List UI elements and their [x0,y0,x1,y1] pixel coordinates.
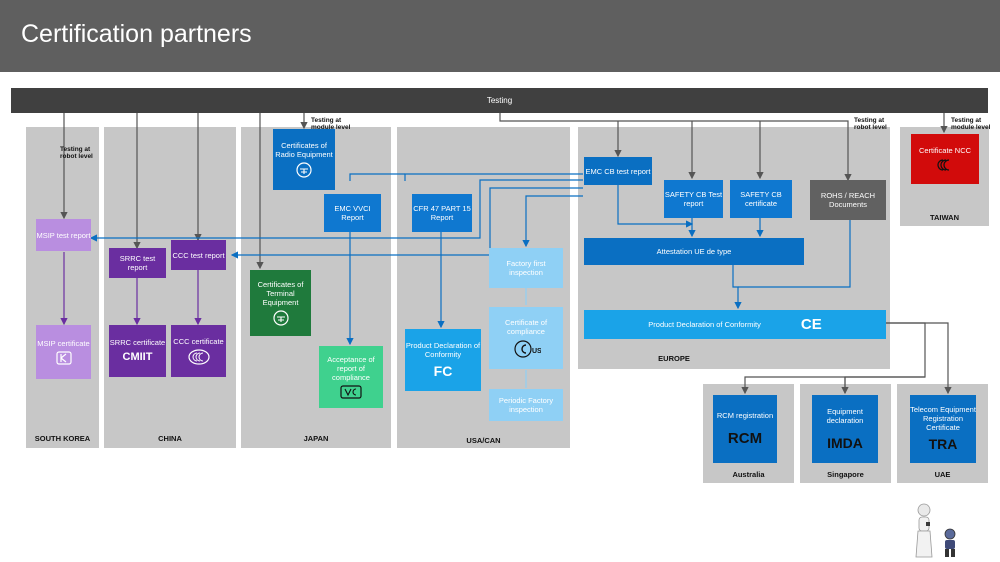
rcm-mark: RCM [727,429,763,447]
region-label-singapore: Singapore [827,470,864,479]
ncc-mark-icon [937,159,950,171]
rcm-registration: RCM registration RCM [713,395,777,463]
srrc-cert-label: SRRC certificate [109,337,166,347]
safety-cb-test-label: SAFETY CB Test report [664,190,723,208]
region-label-japan: JAPAN [303,434,329,443]
msip-test-label: MSIP test report [36,230,91,240]
note-module-level-taiwan: Testing at module level [951,117,991,132]
region-label-uae: UAE [934,470,951,479]
factory-first-inspection: Factory first inspection [489,248,563,288]
page-title: Certification partners [21,20,252,48]
vcci-mark-icon [340,385,362,399]
ccc-mark-icon [187,349,210,365]
tra-mark: TRA [928,436,958,453]
safety-cb-cert-label: SAFETY CB certificate [740,190,782,208]
csa-mark-icon: US [514,339,541,358]
msip-certificate: MSIP certificate [36,325,91,379]
cert-compliance-label: Certificate of compliance [504,317,548,336]
radio-equipment-label: Certificates of Radio Equipment [275,141,333,159]
ccc-cert-label: CCC certificate [173,337,224,346]
product-declaration-us: Product Declaration of Conformity FC [405,329,481,391]
ce-mark: CE [800,315,822,333]
region-south-korea: SOUTH KOREA [26,127,99,448]
equip-decl-label: Equipment declaration [826,406,864,425]
fc-mark: FC [433,362,453,379]
cfr47-report: CFR 47 PART 15 Report [412,194,472,232]
ccc-certificate: CCC certificate [171,325,226,377]
region-label-south-korea: SOUTH KOREA [34,434,91,443]
region-label-australia: Australia [732,470,765,479]
acceptance-report: Acceptance of report of compliance [319,346,383,408]
terminal-equipment-certificates: Certificates of Terminal Equipment [250,270,311,336]
note-robot-level-europe: Testing at robot level [854,117,887,132]
cfr47-label: CFR 47 PART 15 Report [413,204,471,222]
acceptance-label: Acceptance of report of compliance [327,355,375,382]
attestation-ue: Attestation UE de type [584,238,804,265]
safety-cb-certificate: SAFETY CB certificate [730,180,792,218]
slide-header: Certification partners [0,0,1000,72]
emc-cb-label: EMC CB test report [585,166,651,176]
equipment-declaration: Equipment declaration IMDA [812,395,878,463]
cmiit-mark: CMIIT [122,350,153,363]
certificate-of-compliance: Certificate of compliance US [489,307,563,369]
periodic-factory-label: Periodic Factory inspection [498,396,554,414]
ncc-certificate: Certificate NCC [911,134,979,184]
note-robot-level: Testing at robot level [60,146,93,161]
region-label-usa-can: USA/CAN [466,436,501,445]
region-label-taiwan: TAIWAN [929,213,960,222]
radio-equipment-certificates: Certificates of Radio Equipment [273,129,335,190]
note-module-level-japan: Testing at module level [311,117,351,132]
robots-illustration [915,503,956,558]
region-label-china: CHINA [158,434,182,443]
nao-robot-icon [944,528,956,557]
rcm-reg-label: RCM registration [716,410,774,420]
testing-bar: Testing [11,88,988,113]
periodic-factory-inspection: Periodic Factory inspection [489,389,563,421]
emc-vvci-label: EMC VVCI Report [334,204,371,222]
srrc-test-label: SRRC test report [119,254,156,272]
attestation-label: Attestation UE de type [656,247,732,256]
ncc-label: Certificate NCC [918,146,972,155]
region-china: CHINA [104,127,236,448]
rohs-reach-documents: ROHS / REACH Documents [810,180,886,220]
ccc-test-label: CCC test report [172,250,225,260]
rohs-label: ROHS / REACH Documents [820,191,876,209]
jate-mark-icon [272,310,289,326]
safety-cb-test-report: SAFETY CB Test report [664,180,723,218]
telec-mark-icon [296,162,312,178]
imda-mark: IMDA [827,434,863,451]
srrc-test-report: SRRC test report [109,248,166,278]
emc-cb-test-report: EMC CB test report [584,157,652,185]
srrc-certificate: SRRC certificate CMIIT [109,325,166,377]
msip-test-report: MSIP test report [36,219,91,251]
product-declaration-eu-label: Product Declaration of Conformity [648,320,761,329]
kc-mark-icon [55,351,72,365]
svg-text:US: US [532,348,541,355]
telecom-cert-label: Telecom Equipment Registration Certifica… [910,405,976,433]
msip-cert-label: MSIP certificate [37,339,90,348]
pepper-robot-icon [915,503,933,558]
factory-first-label: Factory first inspection [506,259,546,277]
product-declaration-eu: Product Declaration of Conformity CE [584,310,886,339]
terminal-equipment-label: Certificates of Terminal Equipment [257,280,304,307]
product-declaration-us-label: Product Declaration of Conformity [405,340,481,359]
telecom-registration-certificate: Telecom Equipment Registration Certifica… [910,395,976,463]
region-label-europe: EUROPE [658,354,690,363]
ccc-test-report: CCC test report [171,240,226,270]
emc-vvci-report: EMC VVCI Report [324,194,381,232]
